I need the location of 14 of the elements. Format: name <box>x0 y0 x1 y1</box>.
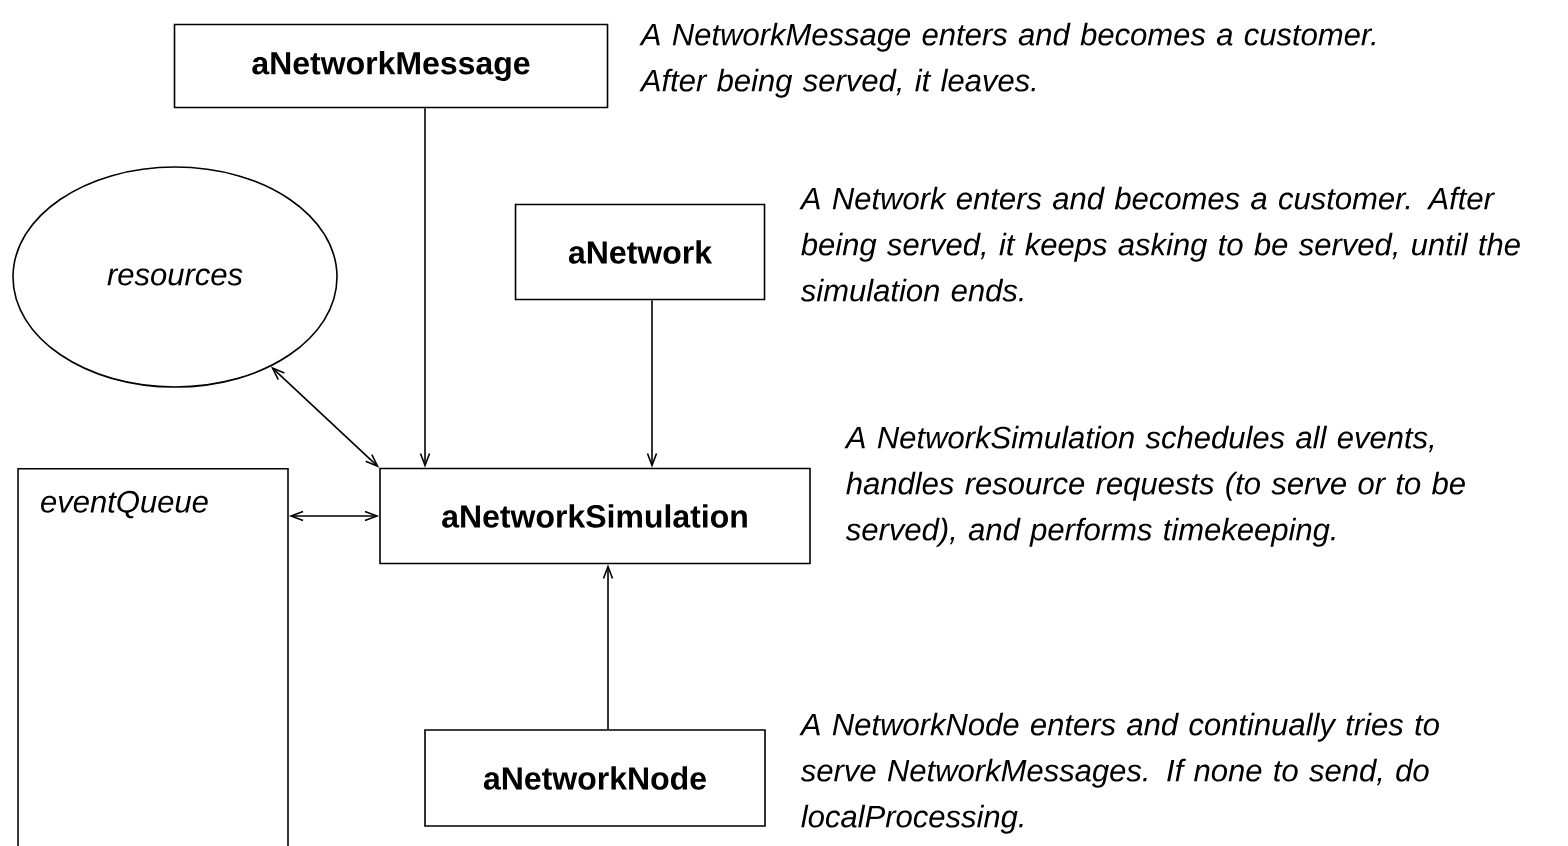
process-box: aNetworkSimulation <box>379 467 811 565</box>
queue-box: eventQueue <box>17 468 289 846</box>
process-box: aNetworkNode <box>424 729 766 827</box>
description-text: A NetworkMessage enters and becomes a customer. After being served, it leaves. <box>639 22 1375 98</box>
arrow <box>288 510 380 522</box>
arrow <box>270 366 380 468</box>
process-box: aNetwork <box>514 203 766 301</box>
arrow <box>646 299 658 468</box>
process-box: aNetworkMessage <box>173 23 609 109</box>
description-text: A NetworkSimulation schedules all events, handles resource requests (to serve or to be served), and performs timekeeping. <box>844 425 1465 547</box>
arrow <box>602 564 614 730</box>
description-text: A Network enters and becomes a customer. After being served, it keeps asking to be served, until the simulation ends. <box>799 186 1520 302</box>
description-text: A NetworkNode enters and continually tries to serve NetworkMessages. If none to send, do localProcessing. <box>799 712 1439 834</box>
arrow <box>419 107 431 468</box>
